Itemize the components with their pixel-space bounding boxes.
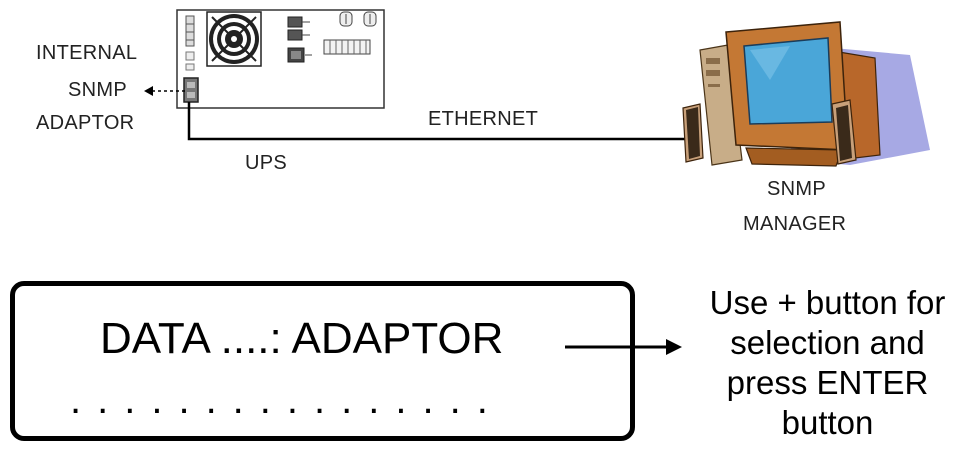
display-line-2: ................: [70, 378, 504, 422]
instruction-text: Use + button for selection and press ENT…: [685, 283, 970, 443]
desktop-computer-icon: [682, 21, 930, 167]
display-line-1: DATA ....: ADAPTOR: [100, 314, 504, 363]
fan-icon: [206, 11, 262, 67]
snmp-manager-label-line1: SNMP: [767, 178, 826, 200]
instruction-line-2: selection and: [730, 324, 925, 361]
adaptor-label: ADAPTOR: [36, 112, 135, 134]
lcd-display: DATA ....: ADAPTOR ................: [10, 281, 635, 441]
snmp-manager-label-line2: MANAGER: [743, 213, 847, 235]
instruction-line-4: button: [781, 404, 874, 441]
snmp-label: SNMP: [68, 79, 127, 101]
ups-label: UPS: [245, 152, 288, 174]
instruction-line-1: Use + button for: [709, 284, 946, 321]
ups-rear-panel-icon: [176, 9, 385, 109]
ethernet-label: ETHERNET: [428, 108, 539, 130]
internal-label: INTERNAL: [36, 42, 138, 64]
instruction-line-3: press ENTER: [726, 364, 929, 401]
